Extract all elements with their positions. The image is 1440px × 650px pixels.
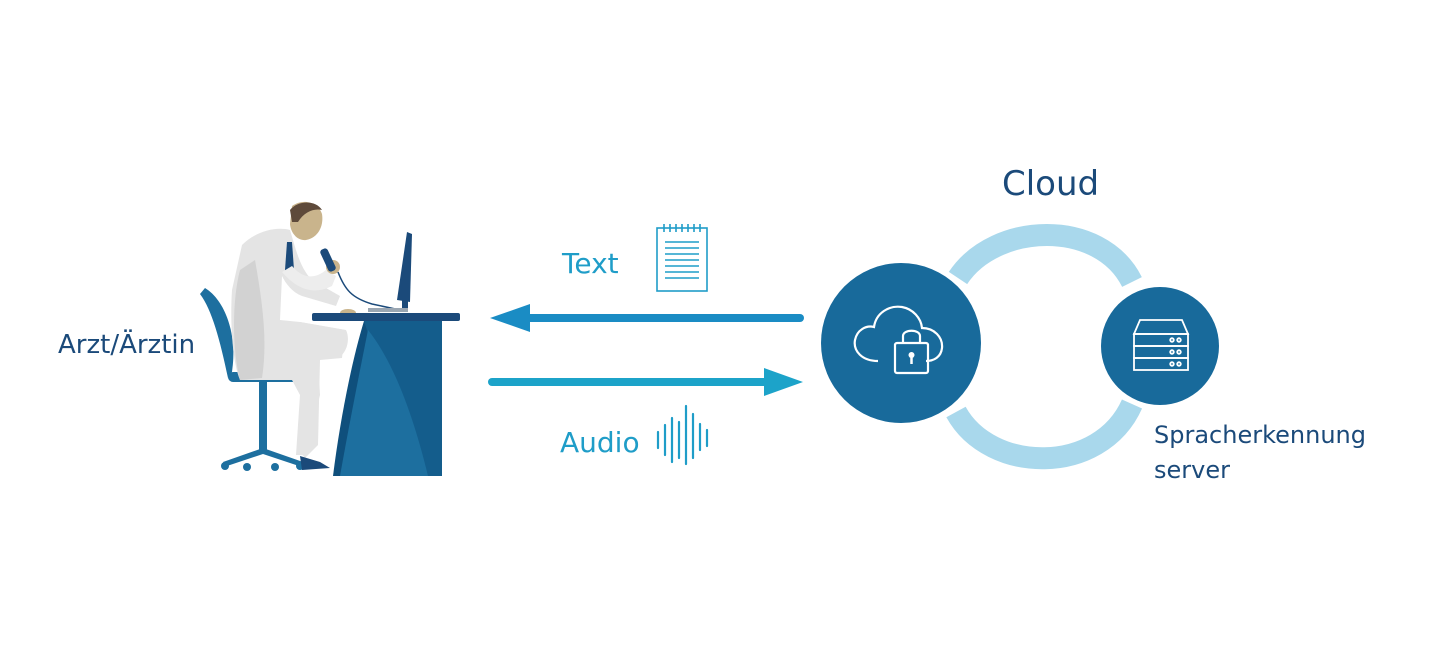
audio-send-arrow <box>488 368 803 396</box>
cloud-label: Cloud <box>1002 164 1100 204</box>
server-label-line-1: Spracherkennung <box>1154 421 1366 449</box>
audio-label: Audio <box>560 426 640 459</box>
cloud-ring <box>946 224 1143 470</box>
cloud-lock-icon <box>853 305 944 375</box>
notepad-document-icon <box>656 224 708 292</box>
server-label-line-2: server <box>1154 456 1230 484</box>
text-label: Text <box>562 247 619 280</box>
doctor-at-desk-dictating-icon <box>200 201 460 476</box>
text-return-arrow <box>490 304 804 332</box>
server-rack-icon <box>1132 319 1190 371</box>
doctor-label: Arzt/Ärztin <box>58 330 196 360</box>
audio-waveform-icon <box>656 404 709 466</box>
cloud-lock-node <box>821 263 981 423</box>
server-node <box>1101 287 1219 405</box>
